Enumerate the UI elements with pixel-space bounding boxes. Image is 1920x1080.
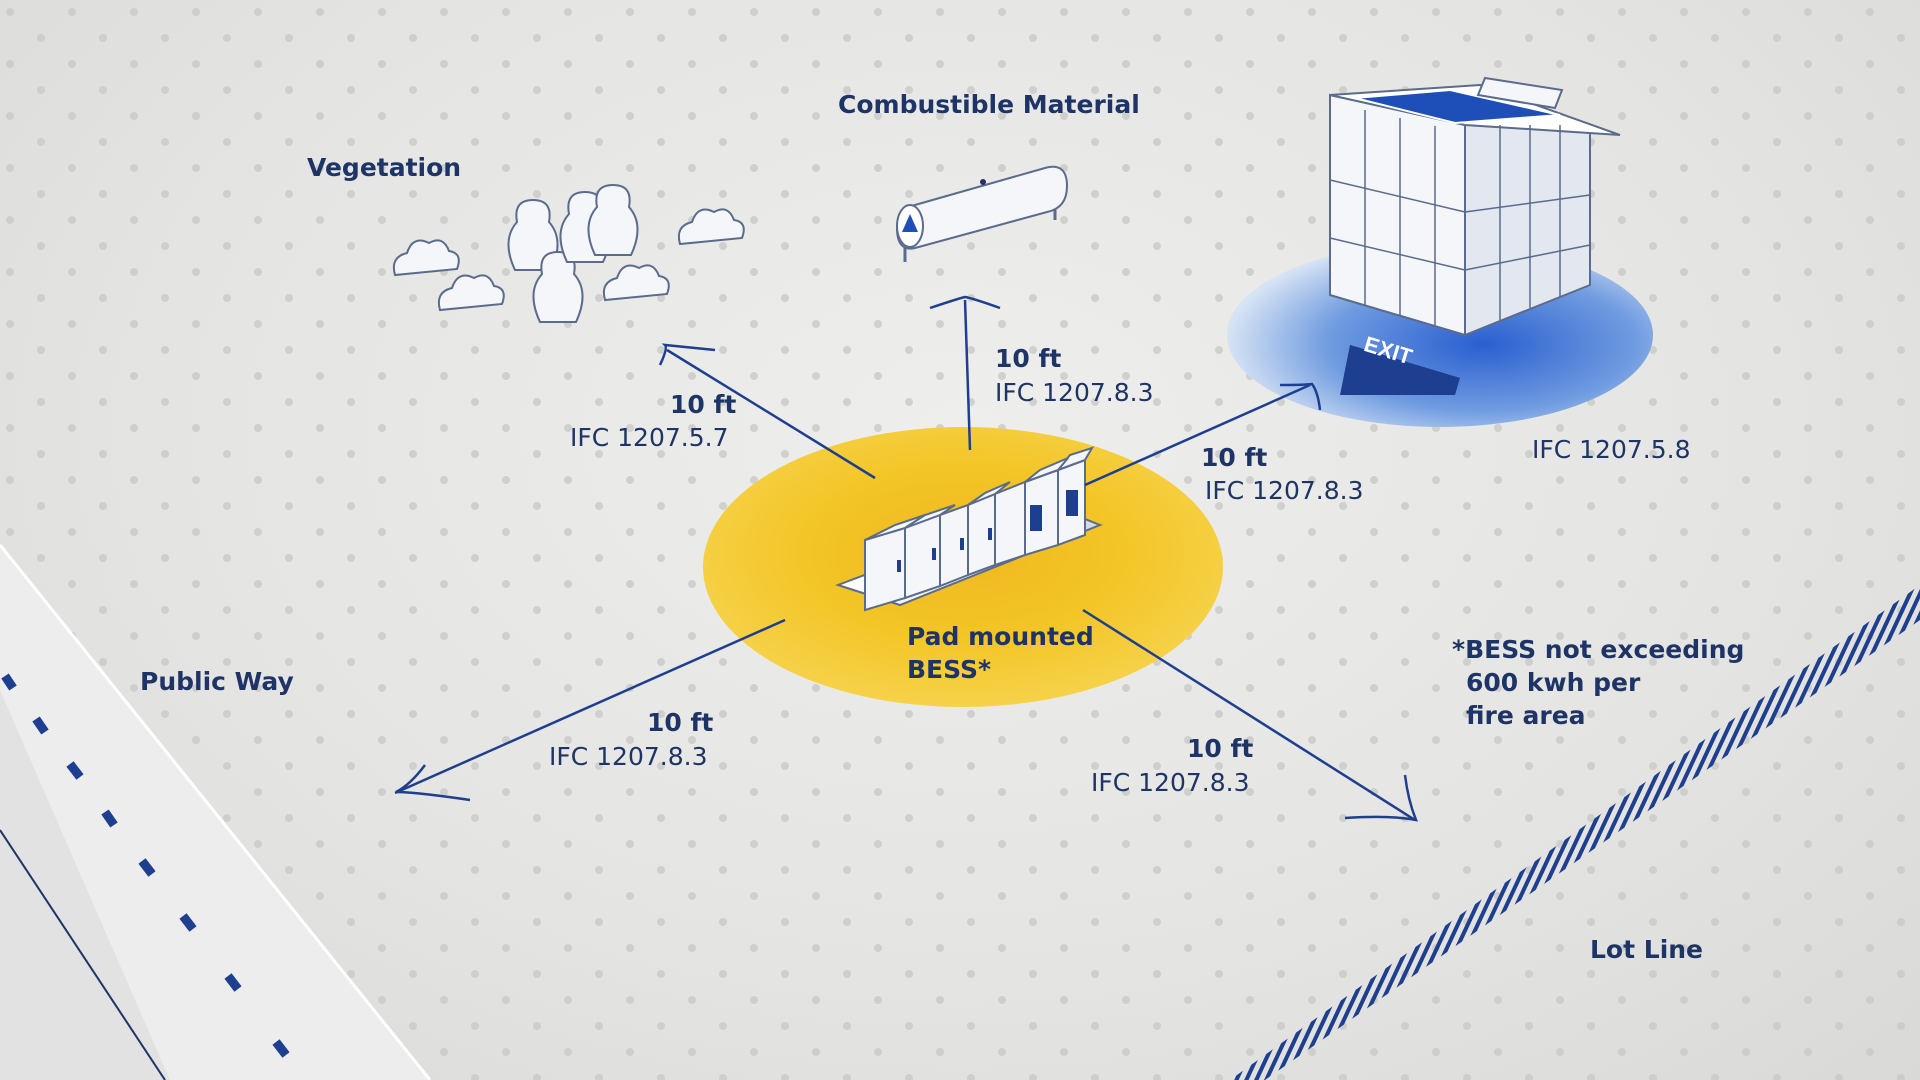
arrow-building [1084, 383, 1311, 487]
bess-cabinets-icon [834, 446, 1103, 612]
arrow-combustible [963, 299, 972, 451]
clearance-arrows [394, 295, 1419, 822]
label-building-code: IFC 1207.5.8 [1532, 435, 1691, 464]
label-bess-line2: BESS* [907, 655, 992, 684]
footnote: *BESS not exceeding 600 kwh per fire are… [1452, 633, 1744, 732]
road-icon [0, 544, 432, 1080]
clearance-lot-line-code: IFC 1207.8.3 [1091, 768, 1250, 797]
clearance-building-distance: 10 ft [1201, 443, 1268, 472]
clearance-lot-line-distance: 10 ft [1187, 734, 1254, 763]
building-icon [1329, 76, 1621, 337]
footnote-line1: *BESS not exceeding [1452, 635, 1745, 664]
arrow-public-way [394, 618, 786, 795]
clearance-vegetation-distance: 10 ft [670, 390, 737, 419]
arrow-vegetation [666, 348, 876, 480]
footnote-line2: 600 kwh per [1466, 668, 1641, 697]
label-combustible-material: Combustible Material [838, 90, 1140, 119]
label-lot-line: Lot Line [1590, 935, 1704, 964]
trees-icon [392, 183, 745, 323]
label-bess-line1: Pad mounted [907, 622, 1094, 651]
clearance-combustible-code: IFC 1207.8.3 [995, 378, 1154, 407]
label-bess: Pad mounted BESS* [907, 620, 1094, 686]
arrow-lot-line [1082, 608, 1416, 822]
clearance-vegetation-code: IFC 1207.5.7 [570, 423, 729, 452]
tank-icon [895, 165, 1069, 262]
footnote-line3: fire area [1466, 701, 1586, 730]
clearance-combustible-distance: 10 ft [995, 344, 1062, 373]
clearance-public-way-distance: 10 ft [647, 708, 714, 737]
clearance-public-way-code: IFC 1207.8.3 [549, 742, 708, 771]
label-public-way: Public Way [140, 667, 294, 696]
lot-line-fence-icon [1230, 585, 1920, 1080]
clearance-building-code: IFC 1207.8.3 [1205, 476, 1364, 505]
label-vegetation: Vegetation [307, 153, 462, 182]
